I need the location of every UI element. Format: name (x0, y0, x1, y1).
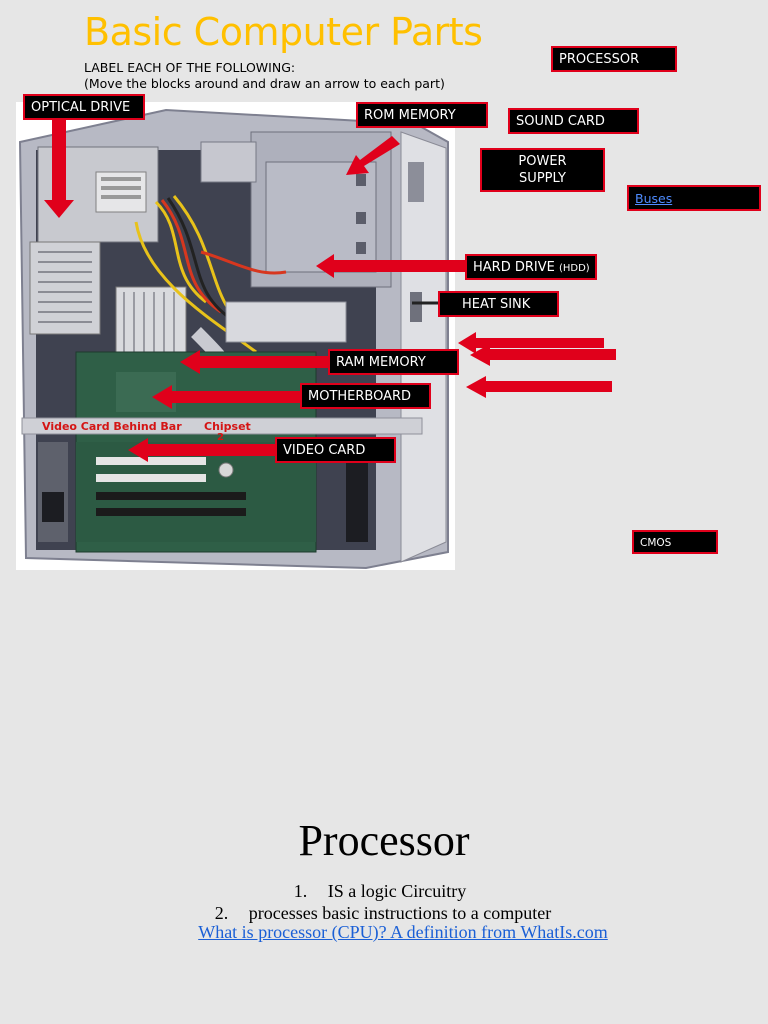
list-item-text: IS a logic Circuitry (327, 881, 467, 901)
label-text-line2: SUPPLY (519, 171, 566, 186)
processor-definition-link-wrap: What is processor (CPU)? A definition fr… (0, 922, 768, 943)
label-hard-drive[interactable]: HARD DRIVE (HDD) (465, 254, 597, 280)
label-text-abbr: (HDD) (558, 263, 590, 274)
label-video-card[interactable]: VIDEO CARD (275, 437, 396, 463)
chipset-caption: Chipset (204, 420, 251, 433)
label-buses[interactable]: Buses (627, 185, 761, 211)
free-arrow-2 (470, 344, 616, 366)
label-ram-memory[interactable]: RAM MEMORY (328, 349, 459, 375)
label-text: SOUND CARD (516, 114, 605, 129)
label-text: HARD DRIVE (473, 260, 555, 275)
label-rom-memory[interactable]: ROM MEMORY (356, 102, 488, 128)
label-cmos[interactable]: CMOS (632, 530, 718, 554)
processor-slide-title: Processor (298, 816, 470, 865)
chipset-number: 2 (217, 432, 224, 443)
label-text: CMOS (640, 537, 672, 549)
list-item-number: 2. (214, 903, 229, 923)
label-text-line1: POWER (518, 154, 567, 169)
list-item-text: processes basic instructions to a comput… (248, 903, 552, 923)
label-text: MOTHERBOARD (308, 389, 412, 404)
label-text: ROM MEMORY (364, 108, 456, 123)
label-power-supply[interactable]: POWER SUPPLY (480, 148, 605, 192)
list-item: 2. processes basic instructions to a comp… (0, 902, 768, 924)
instruction-line-2: (Move the blocks around and draw an arro… (84, 76, 445, 91)
list-item-number: 1. (293, 881, 308, 901)
processor-list: 1. IS a logic Circuitry 2. processes basic… (0, 880, 768, 924)
label-sound-card[interactable]: SOUND CARD (508, 108, 639, 134)
buses-link[interactable]: Buses (635, 191, 673, 206)
instruction-line-1: LABEL EACH OF THE FOLLOWING: (84, 60, 296, 75)
label-text: RAM MEMORY (336, 355, 426, 370)
label-optical-drive[interactable]: OPTICAL DRIVE (23, 94, 145, 120)
label-processor[interactable]: PROCESSOR (551, 46, 677, 72)
list-item: 1. IS a logic Circuitry (0, 880, 768, 902)
free-arrow-3 (466, 376, 612, 398)
instructions: LABEL EACH OF THE FOLLOWING: (Move the b… (84, 60, 445, 92)
free-arrow-1 (458, 332, 604, 354)
label-motherboard[interactable]: MOTHERBOARD (300, 383, 431, 409)
label-text: OPTICAL DRIVE (31, 100, 131, 115)
label-text: HEAT SINK (462, 297, 531, 312)
label-heat-sink[interactable]: HEAT SINK (438, 291, 559, 317)
processor-definition-link[interactable]: What is processor (CPU)? A definition fr… (198, 922, 608, 942)
video-card-behind-bar-caption: Video Card Behind Bar (42, 420, 182, 433)
computer-case-photo: Video Card Behind Bar Chipset 2 (16, 102, 455, 570)
slide-title: Basic Computer Parts (84, 10, 483, 54)
label-text: VIDEO CARD (283, 443, 366, 458)
label-text: PROCESSOR (559, 52, 640, 67)
